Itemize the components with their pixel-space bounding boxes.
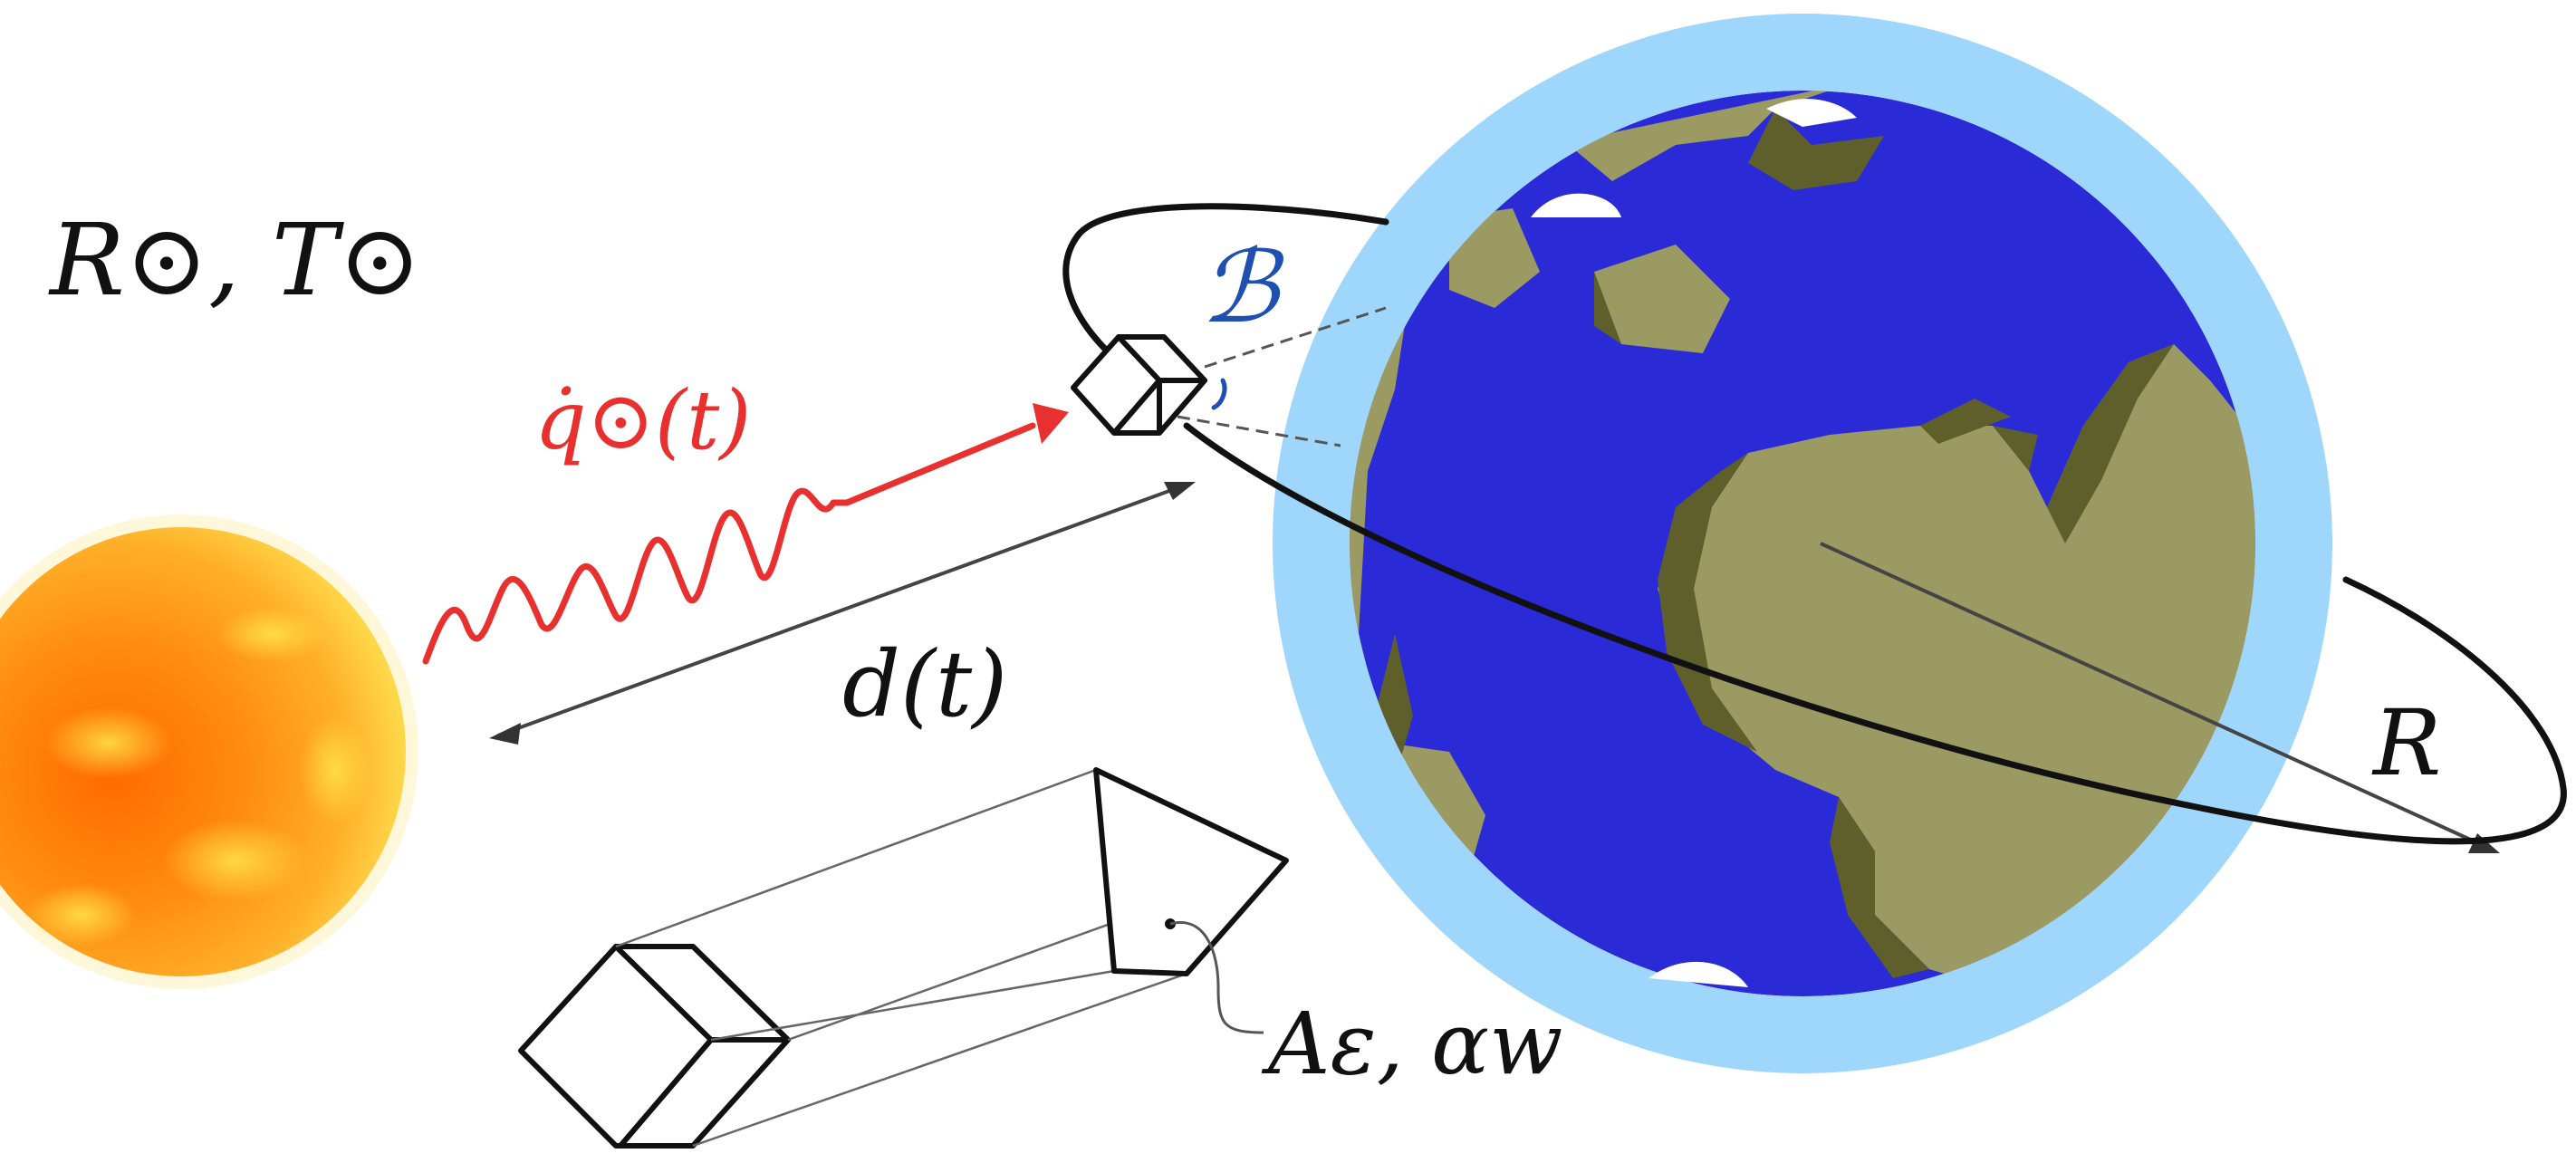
satellite-view-lines bbox=[1177, 306, 1387, 447]
heat-flux-label: q̇⊙(t) bbox=[534, 373, 751, 468]
earth-radius-label: R bbox=[2371, 690, 2441, 796]
orbit-path bbox=[1062, 203, 2567, 845]
distance-label: d(t) bbox=[842, 631, 1007, 737]
distance-arrow bbox=[489, 482, 1196, 745]
sun bbox=[0, 514, 418, 989]
shadow-prism bbox=[518, 767, 1289, 1149]
attitude-tick bbox=[1211, 378, 1227, 410]
satellite bbox=[1071, 334, 1207, 436]
attitude-label: ℬ bbox=[1200, 229, 1284, 345]
sun-parameters-label: R⊙, T⊙ bbox=[48, 202, 421, 318]
solar-heat-flux-arrow bbox=[422, 403, 1069, 665]
earth bbox=[1273, 14, 2332, 1073]
surface-properties-label: Aε, αw bbox=[1261, 995, 1562, 1094]
